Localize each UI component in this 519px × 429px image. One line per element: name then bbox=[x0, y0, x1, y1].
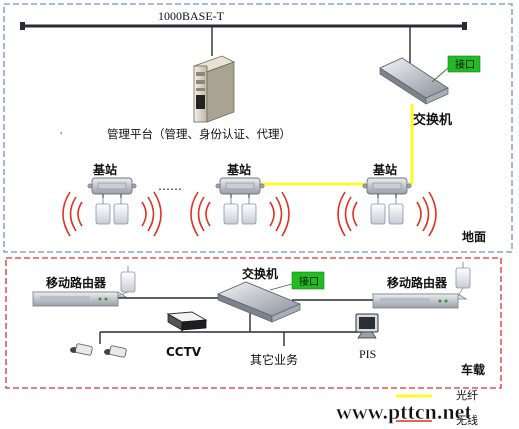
pis-label: PIS bbox=[359, 347, 376, 361]
bs3-waves-left bbox=[337, 191, 358, 237]
base-station-2-icon bbox=[215, 177, 265, 205]
base-station-3-icon bbox=[362, 177, 412, 205]
vehicle-router-left-antenna bbox=[120, 265, 136, 293]
ground-zone-label: 地面 bbox=[462, 229, 486, 244]
vehicle-switch-icon bbox=[216, 281, 302, 323]
camera-icon-right bbox=[104, 345, 127, 358]
vehicle-switch-label: 交换机 bbox=[242, 266, 278, 281]
bs3-waves-right bbox=[416, 191, 437, 237]
bs1-antenna-left bbox=[95, 197, 111, 225]
server-icon bbox=[192, 55, 236, 123]
vehicle-zone-label: 车载 bbox=[461, 362, 485, 377]
bs3-antenna-right bbox=[388, 197, 404, 225]
base-station-1-label: 基站 bbox=[92, 162, 117, 177]
base-station-3-label: 基站 bbox=[372, 162, 397, 177]
watermark-text: www.pttcn.net bbox=[336, 399, 472, 424]
ground-ellipsis: …… bbox=[158, 179, 182, 193]
ground-switch-label: 交换机 bbox=[413, 112, 452, 128]
tick-mark: ' bbox=[60, 131, 62, 140]
bs2-antenna-left bbox=[223, 197, 239, 225]
bs3-antenna-left bbox=[370, 197, 386, 225]
ground-port-label: 接口 bbox=[455, 58, 475, 71]
ground-zone-border bbox=[3, 3, 513, 253]
vehicle-router-right-label: 移动路由器 bbox=[387, 275, 448, 290]
bs2-waves-left bbox=[190, 191, 211, 237]
vehicle-port-tag bbox=[291, 271, 325, 290]
other-services-label: 其它业务 bbox=[250, 352, 298, 367]
base-station-2-label: 基站 bbox=[226, 162, 251, 177]
platform-label: 管理平台（管理、身份认证、代理） bbox=[107, 127, 291, 141]
ground-port-leader bbox=[431, 67, 449, 83]
bs1-waves-right bbox=[141, 191, 162, 237]
pis-monitor-icon bbox=[355, 313, 379, 339]
vehicle-zone-border bbox=[5, 257, 502, 389]
legend-wireless-label: 无线 bbox=[456, 413, 478, 427]
base-station-1-icon bbox=[87, 177, 137, 205]
camera-icon-left bbox=[70, 343, 93, 356]
cctv-label: CCTV bbox=[166, 345, 202, 359]
vehicle-router-right-antenna bbox=[455, 261, 471, 289]
cctv-recorder-icon bbox=[166, 311, 208, 331]
backbone-label: 1000BASE-T bbox=[158, 9, 225, 23]
vehicle-port-label: 接口 bbox=[299, 275, 319, 288]
bs2-antenna-right bbox=[241, 197, 257, 225]
ground-port-tag bbox=[447, 55, 481, 73]
vehicle-router-right-icon bbox=[372, 293, 467, 309]
vehicle-router-left-label: 移动路由器 bbox=[46, 275, 107, 290]
legend-fiber-label: 光纤 bbox=[456, 388, 478, 402]
bs1-antenna-right bbox=[113, 197, 129, 225]
vehicle-port-leader bbox=[269, 283, 293, 291]
bs1-waves-left bbox=[62, 191, 83, 237]
vehicle-router-left-icon bbox=[32, 291, 127, 307]
ground-switch-icon bbox=[379, 57, 449, 105]
bs2-waves-right bbox=[269, 191, 290, 237]
